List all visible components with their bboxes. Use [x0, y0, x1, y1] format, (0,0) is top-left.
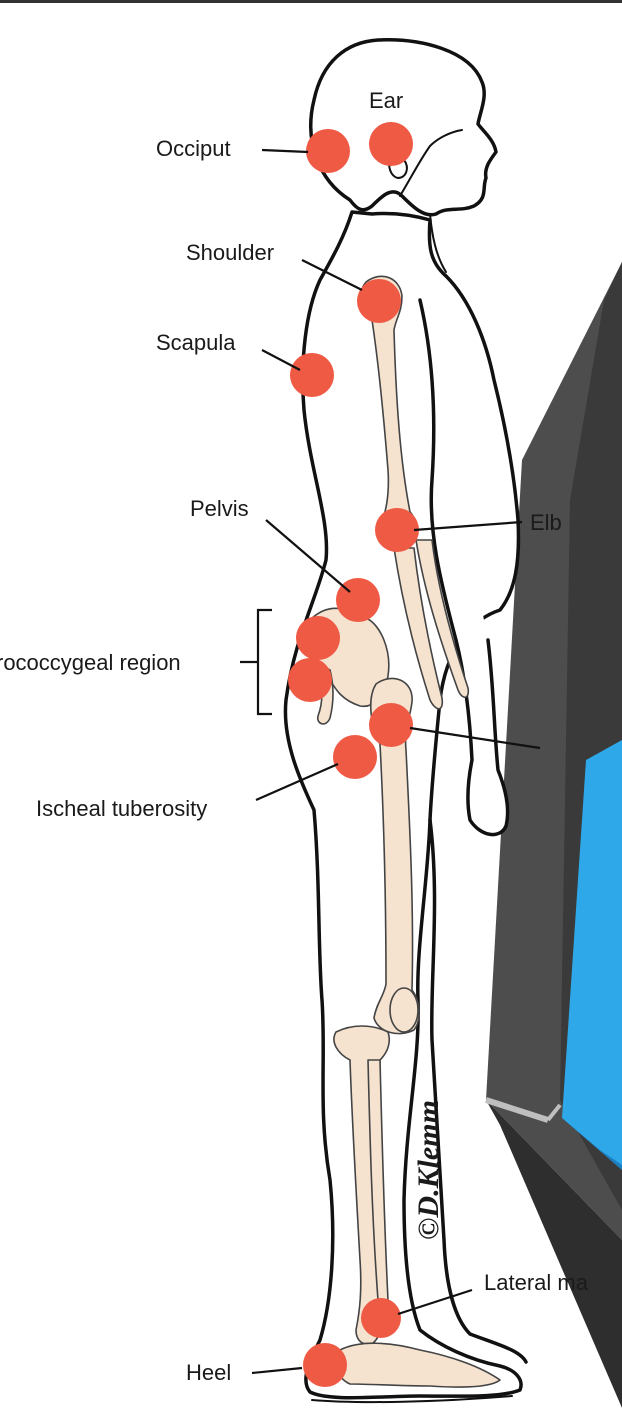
- pressure-point-ischeal-tuberosity: [333, 735, 377, 779]
- label-lateral-malleolus: Lateral ma: [484, 1270, 589, 1295]
- pressure-point-sacrum-lower: [288, 658, 332, 702]
- pressure-point-scapula: [290, 353, 334, 397]
- label-occiput: Occiput: [156, 136, 231, 161]
- label-pelvis: Pelvis: [190, 496, 249, 521]
- pressure-point-ear: [369, 122, 413, 166]
- label-scapula: Scapula: [156, 330, 236, 355]
- label-ear: Ear: [369, 88, 403, 113]
- label-elbow: Elb: [530, 510, 562, 535]
- label-shoulder: Shoulder: [186, 240, 274, 265]
- pressure-point-shoulder: [357, 279, 401, 323]
- pressure-point-hip: [369, 703, 413, 747]
- label-heel: Heel: [186, 1360, 231, 1385]
- pressure-point-heel: [303, 1343, 347, 1387]
- copyright-signature: ©D.Klemm: [412, 1100, 445, 1240]
- pressure-point-elbow: [375, 508, 419, 552]
- label-sacrococcygeal-region: rococcygeal region: [0, 650, 181, 675]
- pressure-point-sacrum-upper: [296, 616, 340, 660]
- pressure-point-occiput: [306, 129, 350, 173]
- pressure-point-lateral-malleolus: [361, 1298, 401, 1338]
- label-ischeal-tuberosity: Ischeal tuberosity: [36, 796, 207, 821]
